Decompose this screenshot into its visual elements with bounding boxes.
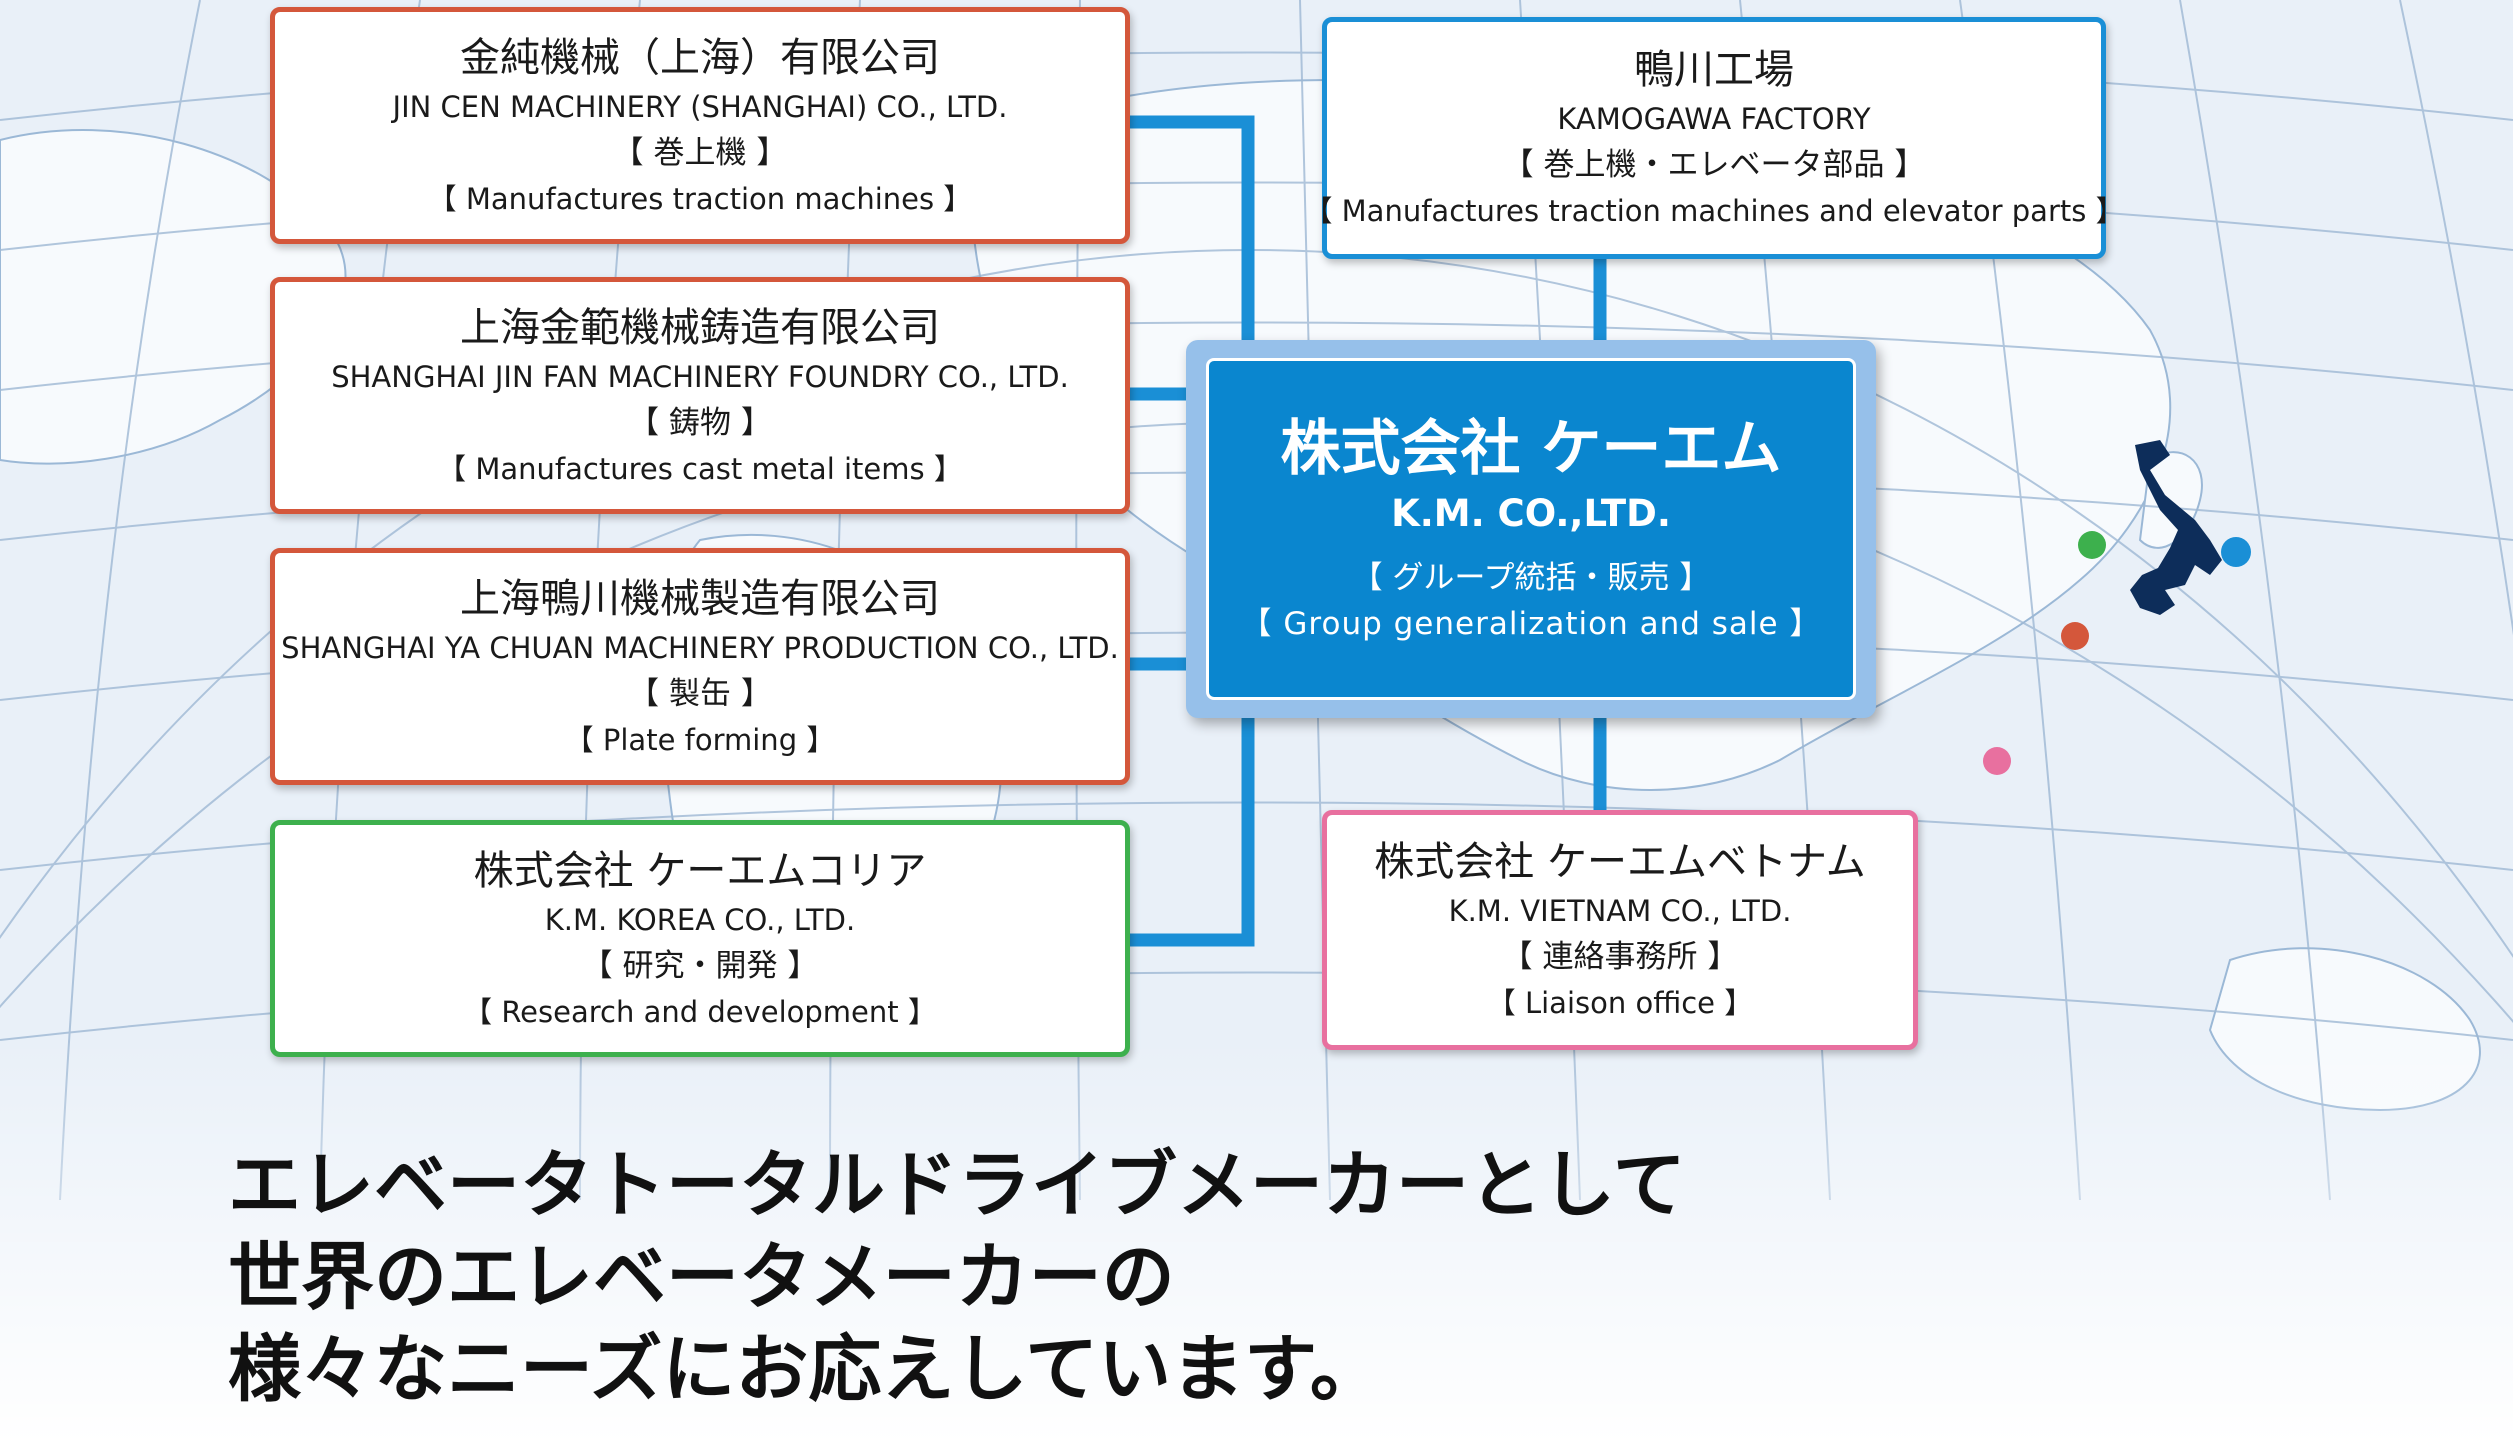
company-name-jp: 金純機械（上海）有限公司 [460,34,940,81]
company-role-jp: 【 鋳物 】 [628,404,772,441]
company-name-en: SHANGHAI YA CHUAN MACHINERY PRODUCTION C… [281,630,1119,665]
company-role-jp: 【 連絡事務所 】 [1501,939,1739,975]
headquarters-role-en: 【 Group generalization and sale 】 [1240,606,1822,642]
company-role-jp: 【 製缶 】 [628,675,772,712]
company-role-en: 【 Manufactures cast metal items 】 [437,451,963,486]
headquarters-role-jp: 【 グループ統括・販売 】 [1351,560,1711,596]
company-box-jin-fan: 上海金範機械鋳造有限公司 SHANGHAI JIN FAN MACHINERY … [270,277,1130,514]
tagline-line-2: 世界のエレベータメーカーの [228,1235,1175,1320]
company-box-ya-chuan: 上海鴨川機械製造有限公司 SHANGHAI YA CHUAN MACHINERY… [270,548,1130,785]
company-box-jin-cen: 金純機械（上海）有限公司 JIN CEN MACHINERY (SHANGHAI… [270,7,1130,244]
company-name-jp: 鴨川工場 [1634,47,1794,93]
company-name-jp: 株式会社 ケーエムコリア [473,847,927,894]
company-name-en: KAMOGAWA FACTORY [1557,102,1871,136]
company-role-en: 【 Plate forming 】 [564,722,836,757]
company-box-km-vietnam: 株式会社 ケーエムベトナム K.M. VIETNAM CO., LTD. 【 連… [1322,810,1918,1050]
company-role-en: 【 Manufactures traction machines and ele… [1303,194,2125,228]
headquarters-name-en: K.M. CO.,LTD. [1391,492,1671,535]
company-name-en: SHANGHAI JIN FAN MACHINERY FOUNDRY CO., … [331,359,1069,394]
company-role-en: 【 Research and development 】 [463,994,937,1029]
company-role-jp: 【 巻上機 】 [612,134,788,171]
company-role-en: 【 Liaison office 】 [1486,986,1754,1020]
headquarters-name-jp: 株式会社 ケーエム [1280,414,1782,484]
headquarters-box: 株式会社 ケーエム K.M. CO.,LTD. 【 グループ統括・販売 】 【 … [1206,358,1856,700]
company-name-en: K.M. VIETNAM CO., LTD. [1448,894,1792,928]
company-box-km-korea: 株式会社 ケーエムコリア K.M. KOREA CO., LTD. 【 研究・開… [270,820,1130,1057]
company-box-kamogawa-factory: 鴨川工場 KAMOGAWA FACTORY 【 巻上機・エレベータ部品 】 【 … [1303,17,2125,259]
connector-lines [1128,115,1607,947]
company-name-en: K.M. KOREA CO., LTD. [544,902,856,937]
company-role-jp: 【 巻上機・エレベータ部品 】 [1502,147,1926,183]
company-role-en: 【 Manufactures traction machines 】 [427,181,973,216]
company-role-jp: 【 研究・開発 】 [581,947,819,984]
company-name-en: JIN CEN MACHINERY (SHANGHAI) CO., LTD. [392,89,1008,124]
company-name-jp: 上海金範機械鋳造有限公司 [460,304,940,351]
tagline-line-1: エレベータトータルドライブメーカーとして [228,1143,1686,1228]
company-name-jp: 上海鴨川機械製造有限公司 [460,575,940,622]
company-name-jp: 株式会社 ケーエムベトナム [1374,839,1866,885]
tagline: エレベータトータルドライブメーカーとして 世界のエレベータメーカーの 様々なニー… [228,1140,2128,1416]
tagline-line-3: 様々なニーズにお応えしています。 [228,1327,1383,1412]
